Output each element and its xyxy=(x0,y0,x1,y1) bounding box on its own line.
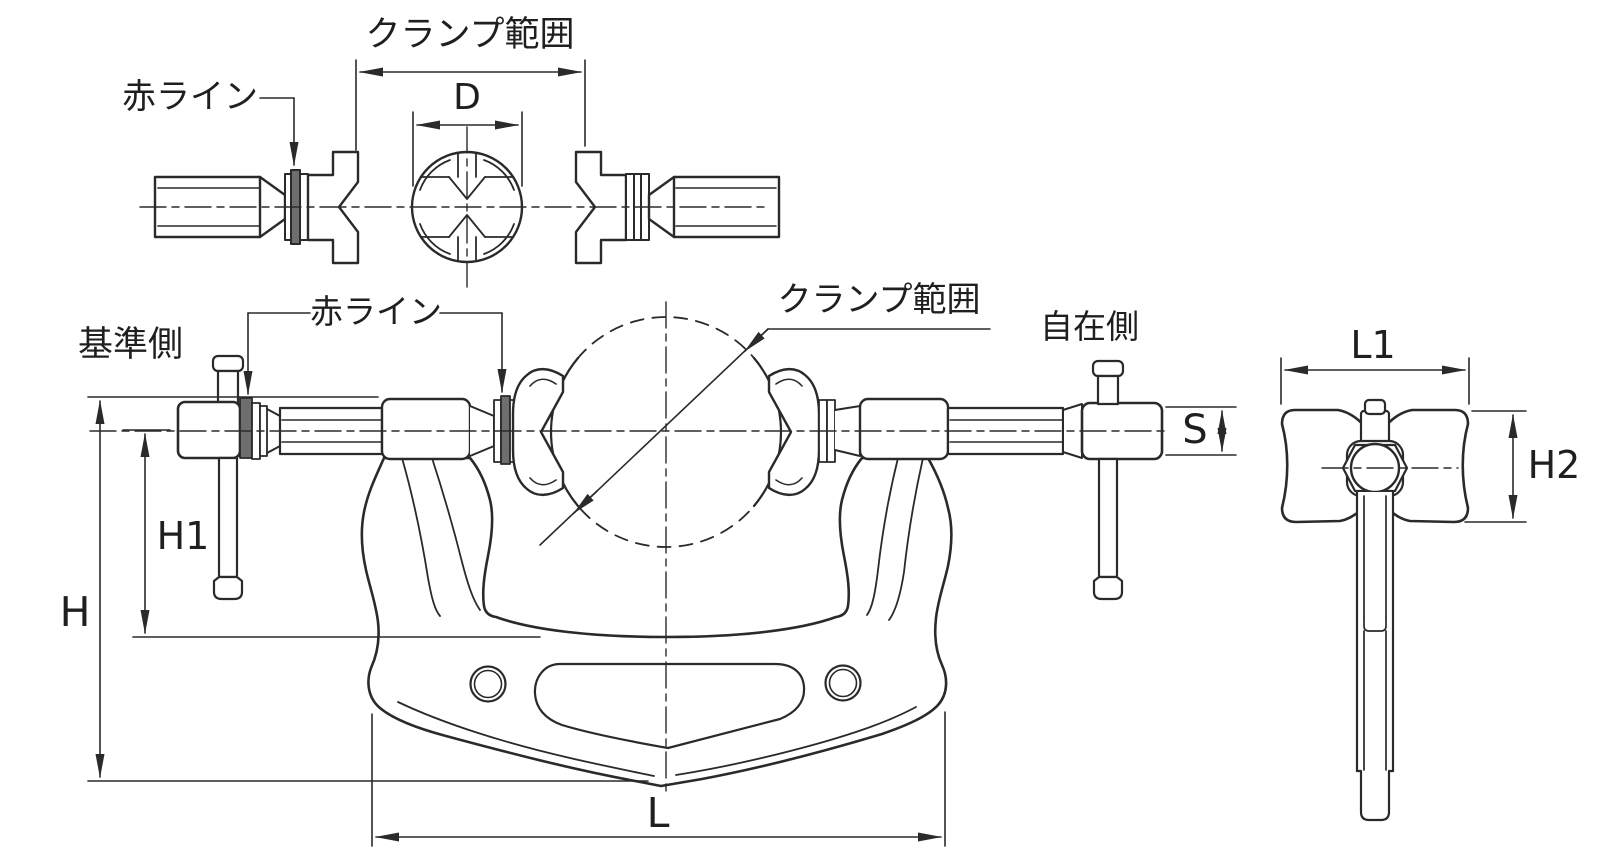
left-handle-rod xyxy=(217,456,239,579)
top-red-line-label: 赤ライン xyxy=(122,77,258,117)
height-label: H xyxy=(59,588,91,636)
left-jaw-pad xyxy=(511,367,565,497)
length-dim xyxy=(371,711,946,847)
side-width-label: L1 xyxy=(1350,323,1396,367)
clamp-body xyxy=(360,456,953,788)
top-view xyxy=(139,59,781,288)
right-handle-knob xyxy=(1092,575,1124,601)
left-handle-neck xyxy=(216,369,240,407)
right-handle-cap xyxy=(1091,359,1125,378)
left-nut xyxy=(176,400,242,460)
top-diameter-label: D xyxy=(453,77,481,118)
side-height-dim xyxy=(1464,410,1527,523)
height-dim xyxy=(87,396,649,782)
right-handle-rod xyxy=(1097,457,1119,579)
throat-dim xyxy=(122,429,541,638)
body-contour-lines xyxy=(397,457,924,777)
swivel-side-label: 自在側 xyxy=(1040,307,1139,346)
top-red-line-leader xyxy=(259,97,299,166)
front-view xyxy=(87,301,1237,847)
side-screw-tab-cap xyxy=(1363,398,1387,416)
top-clamp-range-label: クランプ範囲 xyxy=(365,15,575,55)
reference-side-screw xyxy=(176,354,565,601)
bolt-holes xyxy=(469,664,862,703)
left-boss xyxy=(380,397,472,461)
right-jaw-pad xyxy=(767,367,821,497)
left-red-line-2 xyxy=(500,395,511,465)
top-diameter-dim xyxy=(412,111,523,187)
side-handle xyxy=(1355,490,1395,822)
side-height-label: H2 xyxy=(1527,443,1581,487)
front-clamp-range-label: クランプ範囲 xyxy=(777,280,981,320)
top-left-jaw xyxy=(306,150,360,265)
clamp-range-leader xyxy=(539,328,991,546)
screw-flat-dim xyxy=(1165,406,1237,456)
length-label: L xyxy=(646,789,670,837)
front-red-line-leaders xyxy=(243,312,507,395)
front-red-line-label: 赤ライン xyxy=(310,292,442,331)
left-red-line-1 xyxy=(239,397,253,459)
throat-height-label: H1 xyxy=(156,514,210,558)
base-slot xyxy=(533,662,806,750)
side-screw-tab xyxy=(1359,409,1391,446)
left-handle-cap xyxy=(211,354,245,373)
left-handle-knob xyxy=(212,575,244,601)
swivel-side-screw xyxy=(767,359,1164,601)
top-clamp-range-dim xyxy=(355,59,586,151)
side-view xyxy=(1280,357,1527,822)
right-boss xyxy=(858,397,950,461)
front-centerlines xyxy=(89,301,1169,798)
top-centerlines xyxy=(139,126,771,288)
side-width-dim xyxy=(1280,357,1470,405)
top-right-jaw xyxy=(574,150,628,265)
screw-flat-label: S xyxy=(1182,407,1208,453)
reference-side-label: 基準側 xyxy=(78,325,184,365)
right-handle-neck xyxy=(1096,374,1120,406)
